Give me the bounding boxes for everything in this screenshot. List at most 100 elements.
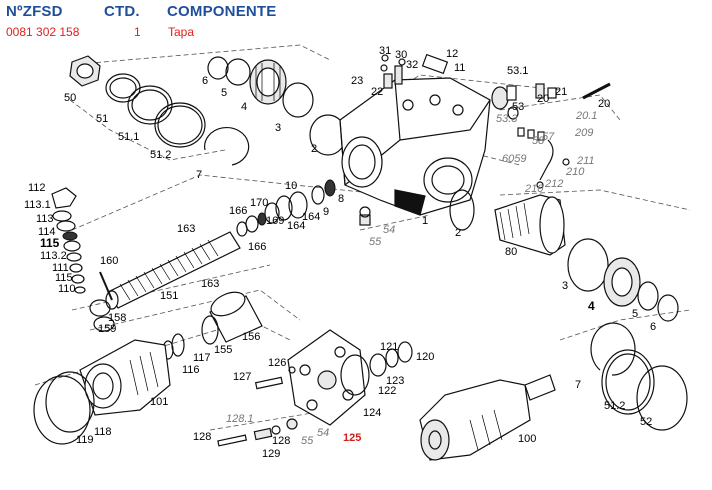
reference-labels: 50 51 51.1 51.2 6 5 4 3 7 2 31 30 32 23 … <box>24 45 656 460</box>
label-55-b: 55 <box>301 435 314 447</box>
ring-6-left <box>207 56 229 80</box>
label-118: 118 <box>94 426 112 438</box>
label-166-b: 166 <box>248 241 266 253</box>
label-3-b: 3 <box>562 280 568 292</box>
label-163-b: 163 <box>201 278 219 290</box>
label-164-a: 164 <box>302 211 320 223</box>
label-50: 50 <box>64 92 76 104</box>
label-122: 122 <box>378 385 396 397</box>
label-5: 5 <box>221 87 227 99</box>
label-100: 100 <box>518 433 536 445</box>
label-125: 125 <box>343 432 361 444</box>
quantity-value: 1 <box>134 25 141 39</box>
label-54-b: 54 <box>317 427 329 439</box>
ring-51-2 <box>154 102 206 148</box>
label-54-a: 54 <box>383 224 395 236</box>
label-119: 119 <box>76 434 94 446</box>
label-2: 2 <box>311 143 317 155</box>
label-51: 51 <box>96 113 108 125</box>
ring-6-right <box>657 294 679 322</box>
ring-3-right <box>567 238 609 292</box>
label-151: 151 <box>160 290 178 302</box>
label-1: 1 <box>422 215 428 227</box>
label-20-a: 20 <box>537 93 549 105</box>
ring-51-1 <box>127 85 173 125</box>
snap-ring-7-right <box>590 322 636 376</box>
label-113: 113 <box>36 213 54 225</box>
label-101: 101 <box>150 396 168 408</box>
valve-parts-209-212 <box>517 127 570 189</box>
label-53-1: 53.1 <box>507 65 528 77</box>
bolt-54-55 <box>359 206 371 226</box>
label-80: 80 <box>505 246 517 258</box>
label-8: 8 <box>338 193 344 205</box>
seals-120-123 <box>340 341 413 396</box>
label-22: 22 <box>371 86 383 98</box>
label-30: 30 <box>395 49 407 61</box>
piston-101 <box>79 339 171 416</box>
label-160: 160 <box>100 255 118 267</box>
label-9: 9 <box>323 206 329 218</box>
snap-ring-7-left <box>204 126 250 166</box>
small-parts-110-115 <box>51 187 86 294</box>
label-155: 155 <box>214 344 232 356</box>
label-32: 32 <box>406 59 418 71</box>
label-166-a: 166 <box>229 205 247 217</box>
label-123: 123 <box>386 375 404 387</box>
label-52: 52 <box>640 416 652 428</box>
label-170: 170 <box>250 197 268 209</box>
label-7: 7 <box>196 169 202 181</box>
bolts-126-127 <box>254 366 296 390</box>
label-55-a: 55 <box>369 236 382 248</box>
label-4-b: 4 <box>588 299 595 313</box>
fittings-22-23-30-31-32 <box>380 53 449 89</box>
label-6059: 6059 <box>502 153 526 165</box>
component-value: Tapa <box>168 25 195 39</box>
ring-3-left <box>282 82 314 118</box>
label-51-2-b: 51.2 <box>604 400 625 412</box>
label-11: 11 <box>454 62 465 74</box>
label-57: 57 <box>542 131 555 143</box>
label-10: 10 <box>285 180 297 192</box>
label-120: 120 <box>416 351 434 363</box>
fittings-53 <box>491 82 611 120</box>
ring-5-left <box>225 58 251 86</box>
label-124: 124 <box>363 407 381 419</box>
label-121: 121 <box>380 341 398 353</box>
label-115: 115 <box>40 236 60 250</box>
label-112: 112 <box>28 182 46 194</box>
label-158: 158 <box>108 312 126 324</box>
label-127: 127 <box>233 371 251 383</box>
part-number-value: 0081 302 158 <box>6 25 80 39</box>
rings-158-159 <box>89 299 115 332</box>
label-113-2: 113.2 <box>40 250 67 262</box>
cover-52 <box>636 365 688 431</box>
label-31: 31 <box>379 45 391 57</box>
label-21: 21 <box>555 86 567 98</box>
housing-1 <box>339 77 491 216</box>
label-2-b: 2 <box>455 227 461 239</box>
label-4: 4 <box>241 101 247 113</box>
label-211: 211 <box>576 155 595 167</box>
sector-shaft-100 <box>419 374 556 461</box>
label-58: 58 <box>532 135 545 147</box>
ring-51-2-right <box>601 349 655 415</box>
label-23: 23 <box>351 75 363 87</box>
label-156: 156 <box>242 331 260 343</box>
label-110: 110 <box>58 283 76 295</box>
label-6: 6 <box>202 75 208 87</box>
shaft-80 <box>494 194 566 256</box>
ring-51 <box>105 73 141 103</box>
sleeve-156 <box>209 291 263 343</box>
label-53-3: 53.3 <box>496 113 518 125</box>
label-51-1: 51.1 <box>118 131 139 143</box>
rings-118-119 <box>33 371 95 445</box>
label-115-b: 115 <box>55 272 73 284</box>
label-212: 212 <box>544 178 563 190</box>
label-5-b: 5 <box>632 308 638 320</box>
bearing-4-left <box>249 59 287 105</box>
label-12: 12 <box>446 48 458 60</box>
ring-155 <box>201 315 219 345</box>
header-component: COMPONENTE <box>167 3 277 20</box>
